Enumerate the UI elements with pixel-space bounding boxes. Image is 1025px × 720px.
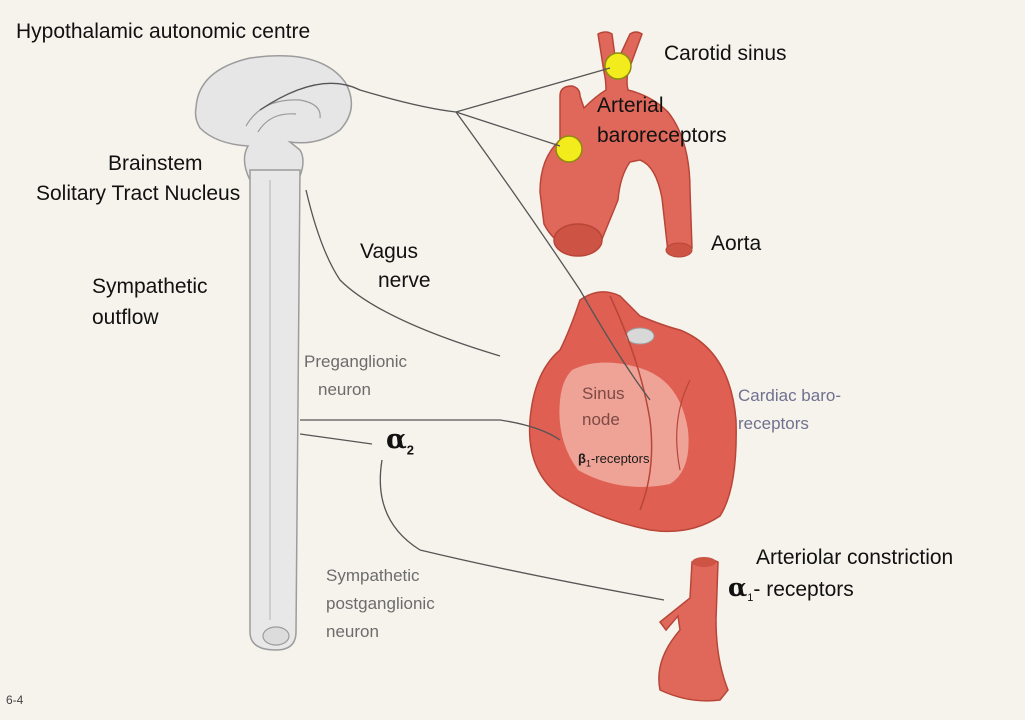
symp-postganglionic-label-1: Sympathetic — [326, 566, 420, 586]
hypothalamic-label: Hypothalamic autonomic centre — [16, 20, 310, 44]
alpha1-receptors-label: α1- receptors — [728, 574, 854, 605]
sinus-node-label-2: node — [582, 410, 620, 430]
vagus-label-2: nerve — [378, 269, 431, 293]
aortic-baroreceptor-icon — [556, 136, 582, 162]
alpha2-label: α2 — [386, 424, 414, 458]
symp-postganglionic-label-3: neuron — [326, 622, 379, 642]
sympathetic-outflow-label-1: Sympathetic — [92, 275, 208, 299]
sinus-node-label-1: Sinus — [582, 384, 625, 404]
figure-number: 6-4 — [6, 694, 23, 708]
solitary-tract-label: Solitary Tract Nucleus — [36, 182, 240, 206]
cardiac-baroreceptors-label-1: Cardiac baro- — [738, 386, 841, 406]
brainstem-label: Brainstem — [108, 152, 203, 176]
arterial-label-1: Arterial — [597, 94, 664, 118]
heart-shape — [530, 292, 737, 532]
carotid-sinus-label: Carotid sinus — [664, 42, 787, 66]
aorta-label: Aorta — [711, 232, 761, 256]
symp-postganglionic-label-2: postganglionic — [326, 594, 435, 614]
arteriole-shape — [659, 557, 728, 701]
arteriolar-constriction-label: Arteriolar constriction — [756, 546, 953, 570]
sympathetic-outflow-label-2: outflow — [92, 306, 159, 330]
preganglionic-label-2: neuron — [318, 380, 371, 400]
spinal-cord-shape — [250, 170, 300, 650]
preganglionic-label-1: Preganglionic — [304, 352, 407, 372]
arterial-label-2: baroreceptors — [597, 124, 727, 148]
vagus-label-1: Vagus — [360, 240, 418, 264]
cardiac-baroreceptors-label-2: receptors — [738, 414, 809, 434]
brain-shape — [196, 56, 352, 180]
beta1-receptors-label: β1-receptors — [578, 452, 649, 469]
carotid-baroreceptor-icon — [605, 53, 631, 79]
